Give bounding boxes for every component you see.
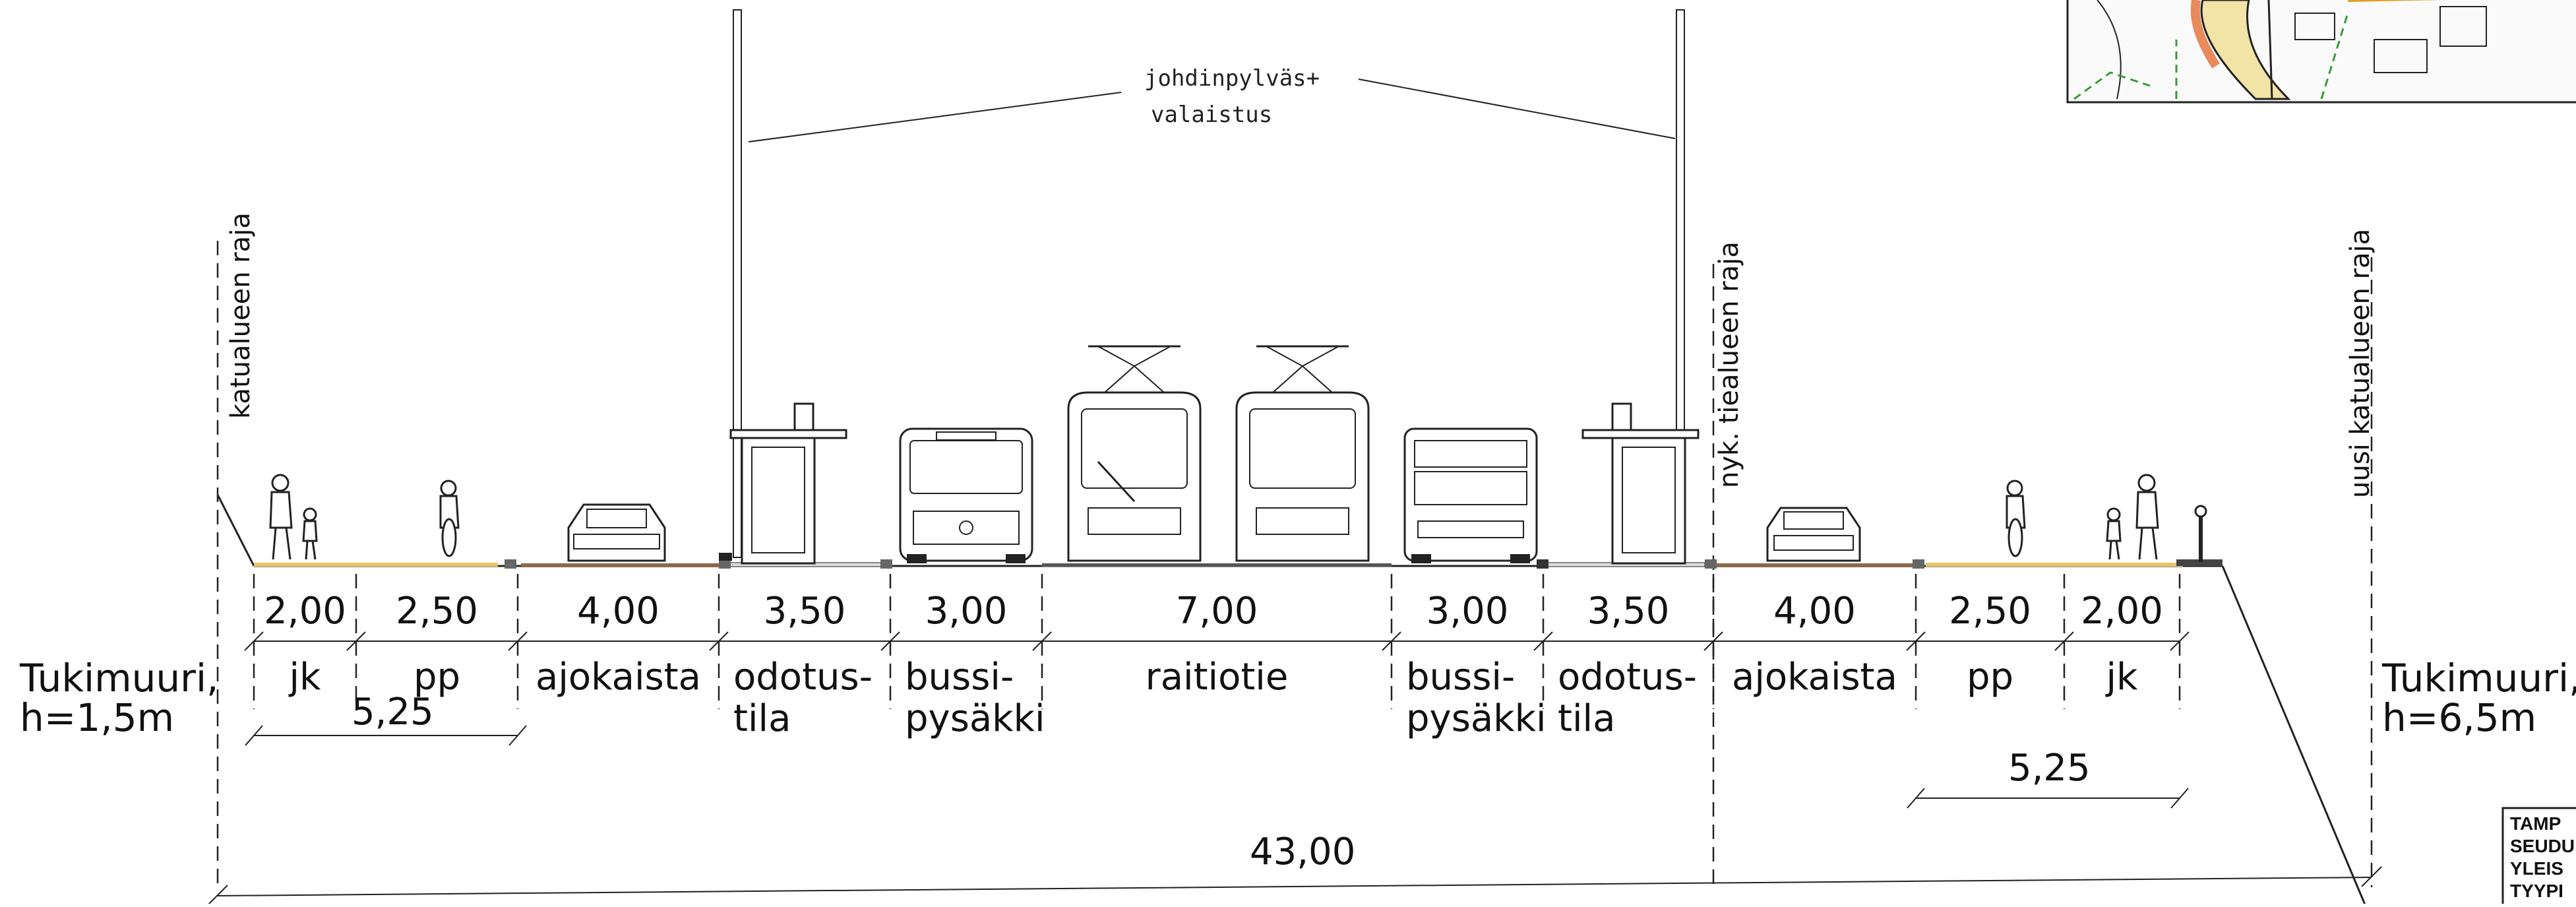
segment-tick [880,631,900,651]
segment-width-value: 3,50 [764,590,846,633]
segment-label: pp [1967,656,2013,699]
segment-width-value: 7,00 [1176,590,1258,633]
left-wall-line2: h=1,5m [20,695,174,740]
total-dimension [207,866,2382,906]
segment-tick [2170,631,2190,651]
stamp-line-1: TAMP [2510,813,2561,834]
right-car [1766,507,1861,562]
segment-tick [1703,631,1723,651]
title-block: TAMP SEUDU YLEIS TYYPI [2501,807,2576,907]
segment-label: ajokaista [536,656,701,699]
segment-label: pp [414,656,460,699]
segment-tick [2054,631,2074,651]
right-tram [1235,345,1370,562]
stamp-line-3: YLEIS [2510,858,2563,879]
segment-width-value: 3,50 [1587,590,1670,633]
segment-width-value: 2,50 [396,590,478,633]
segment-labels: jk pp ajokaista odotus-tila bussi-pysäkki rai… [288,656,2139,740]
boundary-lines [216,241,2373,887]
right-wall-line2: h=6,5m [2382,695,2536,740]
segment-label: raitiotie [1146,656,1289,699]
middle-boundary-label: nyk. tiealueen raja [1714,241,1744,488]
location-map-inset [2066,0,2576,104]
stamp-line-4: TYYPI [2510,881,2563,901]
segment-tick [1032,631,1052,651]
segment-width-value: 2,00 [2081,590,2163,633]
segment-label: bussi- [1406,656,1515,699]
left-tram [1067,345,1202,562]
catenary-poles [719,9,1685,561]
segment-width-value: 3,00 [1426,590,1509,633]
right-bus [1403,427,1538,563]
segment-tick [346,631,366,651]
left-bus [899,427,1033,563]
segment-width-value: 2,00 [264,590,346,633]
left-car [567,503,666,562]
right-roadway-strip [1715,563,1913,567]
left-boundary-label: katualueen raja [226,212,256,419]
right-subtotal-dimension [1907,788,2189,809]
right-wall-line1: Tukimuuri, [2381,656,2576,701]
left-wall-line1: Tukimuuri, [19,656,219,701]
segment-width-value: 2,50 [1949,590,2031,633]
left-pedestrians [269,474,318,560]
right-subtotal-value: 5,25 [2008,747,2091,790]
segment-dimension-row: 2,00 2,50 4,00 3,50 3,00 7,00 3,00 3,50 4,00 2,50… [244,574,2190,709]
segment-label: jk [2105,656,2139,699]
segment-tick [244,631,264,651]
segment-width-value: 3,00 [925,590,1008,633]
segment-label-line2: pysäkki [905,697,1045,740]
left-waiting-shelter [729,402,847,565]
segment-width-value: 4,00 [577,590,659,633]
segment-label: jk [288,656,322,699]
pole-note-line2: valaistus [1151,102,1272,128]
segment-tick [508,631,528,651]
right-waiting-shelter [1581,402,1700,565]
segment-label: ajokaista [1732,656,1897,699]
ground-profile [216,494,2368,907]
left-subtotal-dimension [245,725,527,746]
segment-label-line2: tila [1558,697,1615,740]
left-subtotal-value: 5,25 [352,691,434,734]
segment-label-line2: tila [733,697,791,740]
left-sidewalk-strip [254,563,498,567]
segment-width-value: 4,00 [1773,590,1856,633]
segment-label: odotus- [733,656,873,699]
segment-tick [1906,631,1926,651]
left-cyclist [439,480,460,557]
segment-tick [1382,631,1401,651]
right-boundary-label: uusi katualueen raja [2345,229,2376,498]
left-pole [733,9,742,558]
total-width-value: 43,00 [1250,830,1355,873]
segment-tick [1533,631,1553,651]
segment-label: bussi- [905,656,1014,699]
left-roadway-strip [521,563,719,567]
right-sidewalk-strip [1926,563,2183,567]
segment-tick [709,631,729,651]
stamp-line-2: SEUDU [2510,836,2575,856]
segment-label: odotus- [1558,656,1697,699]
right-cyclist [2006,480,2026,557]
pole-note-line1: johdinpylväs+ [1144,65,1320,92]
segment-label-line2: pysäkki [1406,697,1547,740]
right-pedestrians [2106,474,2207,562]
